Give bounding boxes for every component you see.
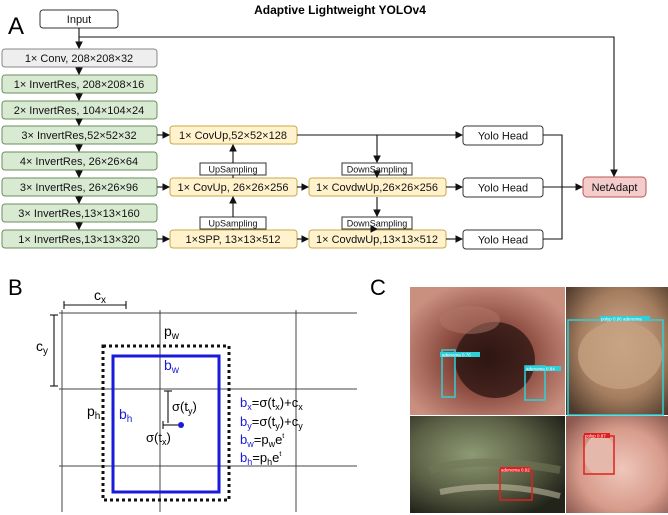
sigma-tx-label: σ(tx) (146, 430, 171, 447)
panel-b-letter: B (8, 275, 23, 300)
pw-label: pw (164, 323, 180, 342)
covup-52-label: 1× CovUp,52×52×128 (179, 130, 287, 142)
panel-a-letter: A (8, 13, 24, 40)
grid (59, 310, 357, 512)
spp-label: 1×SPP, 13×13×512 (186, 234, 281, 246)
endoscopy-image-3: adenoma 0.92 (410, 416, 565, 513)
panel-a: A Adaptive Lightweight YOLOv4 Input 1× C… (1, 3, 647, 250)
backbone-label-5: 4× InvertRes, 26×26×64 (20, 156, 138, 168)
equation-bw: bw=pwet (240, 432, 284, 449)
panel-c-letter: C (370, 275, 386, 300)
backbone-label-1: 1× Conv, 208×208×32 (25, 53, 133, 65)
backbone-label-6: 3× InvertRes, 26×26×96 (20, 182, 138, 194)
detection-label-5: polyp 0.87 (585, 434, 606, 439)
detection-box-1 (441, 349, 456, 398)
equation-bh: bh=phet (240, 450, 281, 467)
yolo-head-label-2: Yolo Head (478, 183, 528, 195)
panel-c: C adenoma 0.76 adenoma 0.84 polyp 0.96 a… (370, 275, 668, 513)
input-label: Input (67, 14, 91, 26)
downsampling-label-1: DownSampling (347, 165, 408, 175)
endoscopy-image-2: polyp 0.96 adenoma (566, 287, 668, 416)
detection-label-2: adenoma 0.84 (526, 367, 555, 372)
endoscopy-image-1: adenoma 0.76 adenoma 0.84 (410, 287, 565, 415)
covdwup-13-label: 1× CovdwUp,13×13×512 (316, 234, 438, 246)
cy-label: cy (36, 338, 48, 357)
endoscopy-image-4: polyp 0.87 (566, 416, 668, 513)
detection-label-3: polyp 0.96 adenoma (601, 317, 642, 322)
backbone-label-3: 2× InvertRes, 104×104×24 (14, 105, 145, 117)
neck-column-2: 1× CovdwUp,26×26×256 1× CovdwUp,13×13×51… (308, 162, 447, 249)
backbone-label-8: 1× InvertRes,13×13×320 (18, 234, 139, 246)
detection-label-4: adenoma 0.92 (501, 468, 530, 473)
bw-label: bw (164, 357, 180, 376)
detection-label-1: adenoma 0.76 (442, 353, 471, 358)
netadapt-label: NetAdapt (592, 182, 638, 194)
backbone-column: 1× Conv, 208×208×32 1× InvertRes, 208×20… (1, 48, 158, 249)
prior-box (101, 344, 231, 502)
panel-a-title: Adaptive Lightweight YOLOv4 (254, 3, 426, 17)
connectors (79, 36, 618, 243)
downsampling-label-2: DownSampling (347, 219, 408, 229)
sigma-ty-label: σ(ty) (172, 399, 197, 416)
covup-26-label: 1× CovUp, 26×26×256 (177, 182, 288, 194)
backbone-label-2: 1× InvertRes, 208×208×16 (14, 79, 145, 91)
bh-label: bh (119, 406, 132, 425)
covdwup-26-label: 1× CovdwUp,26×26×256 (316, 182, 438, 194)
backbone-label-4: 3× InvertRes,52×52×32 (21, 130, 136, 142)
cx-label: cx (94, 287, 106, 306)
equations: bx=σ(tx)+cx by=σ(ty)+cy bw=pwet bh=phet (240, 395, 303, 467)
yolo-heads: Yolo Head Yolo Head Yolo Head (462, 125, 544, 250)
predicted-box (111, 354, 221, 494)
backbone-label-7: 3× InvertRes,13×13×160 (18, 208, 139, 220)
yolo-head-label-3: Yolo Head (478, 235, 528, 247)
equation-bx: bx=σ(tx)+cx (240, 395, 303, 412)
center-point (178, 422, 184, 428)
upsampling-label-2: UpSampling (208, 219, 257, 229)
yolo-head-label-1: Yolo Head (478, 131, 528, 143)
ph-label: ph (87, 403, 100, 422)
panel-b: B cx cy pw ph bw bh σ(ty (8, 275, 357, 512)
upsampling-label-1: UpSampling (208, 165, 257, 175)
equation-by: by=σ(ty)+cy (240, 414, 303, 431)
